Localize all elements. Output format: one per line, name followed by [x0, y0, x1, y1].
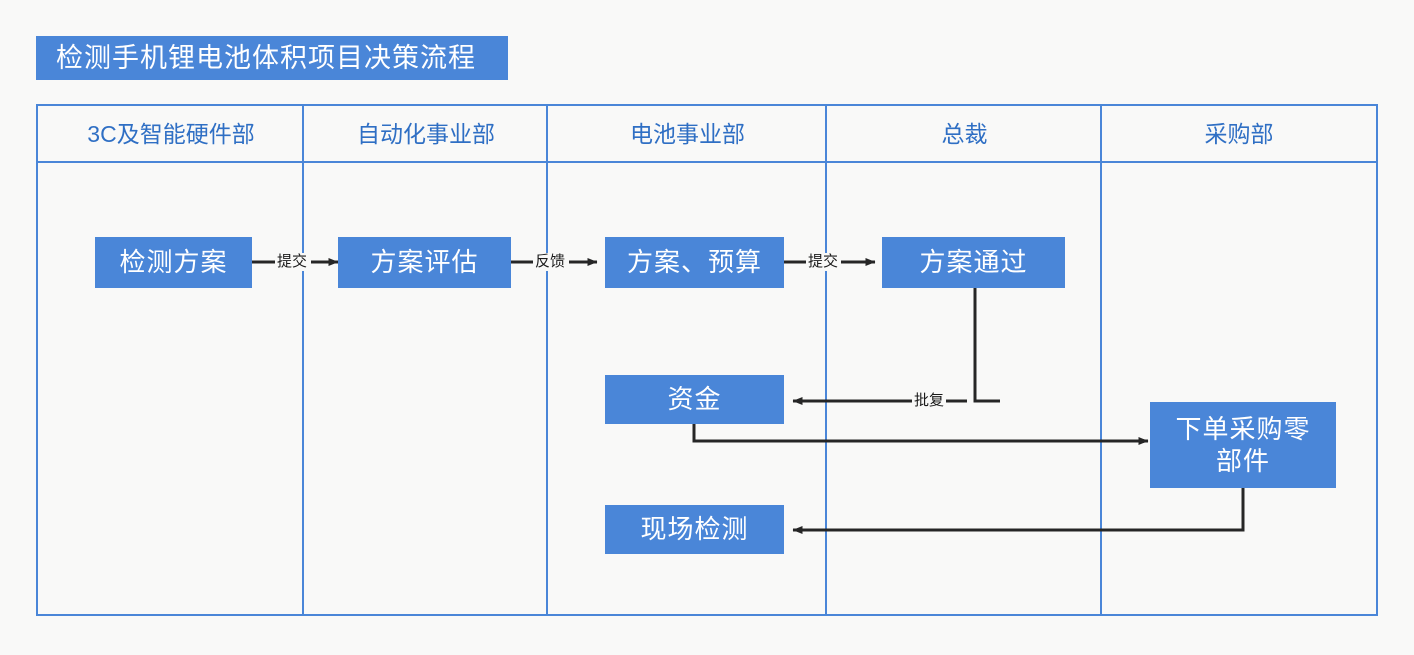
node-onsite-test[interactable]: 现场检测	[605, 505, 784, 554]
node-plan-budget[interactable]: 方案、预算	[605, 237, 784, 288]
lane-header-procurement: 采购部	[1204, 121, 1274, 147]
lane-divider-2	[546, 106, 548, 614]
edge-label-submit-1: 提交	[275, 253, 310, 271]
edge-label-feedback: 反馈	[533, 253, 568, 271]
lane-header-battery: 电池事业部	[630, 121, 745, 147]
swimlane-table: 3C及智能硬件部 自动化事业部 电池事业部 总裁 采购部	[36, 104, 1378, 616]
edge-label-submit-2: 提交	[806, 253, 841, 271]
lane-divider-3	[825, 106, 827, 614]
node-plan-review[interactable]: 方案评估	[338, 237, 511, 288]
lane-header-president: 总裁	[941, 121, 988, 147]
lane-divider-4	[1100, 106, 1102, 614]
node-plan-approved[interactable]: 方案通过	[882, 237, 1065, 288]
swimlane-header-row: 3C及智能硬件部 自动化事业部 电池事业部 总裁 采购部	[38, 106, 1376, 163]
lane-divider-1	[302, 106, 304, 614]
node-order-parts[interactable]: 下单采购零部件	[1150, 402, 1336, 488]
edge-label-approval: 批复	[912, 392, 947, 410]
diagram-title: 检测手机锂电池体积项目决策流程	[36, 36, 508, 80]
node-detect-plan[interactable]: 检测方案	[95, 237, 252, 288]
lane-header-automation: 自动化事业部	[357, 121, 495, 147]
lane-header-3c: 3C及智能硬件部	[87, 121, 255, 147]
node-funds[interactable]: 资金	[605, 375, 784, 424]
